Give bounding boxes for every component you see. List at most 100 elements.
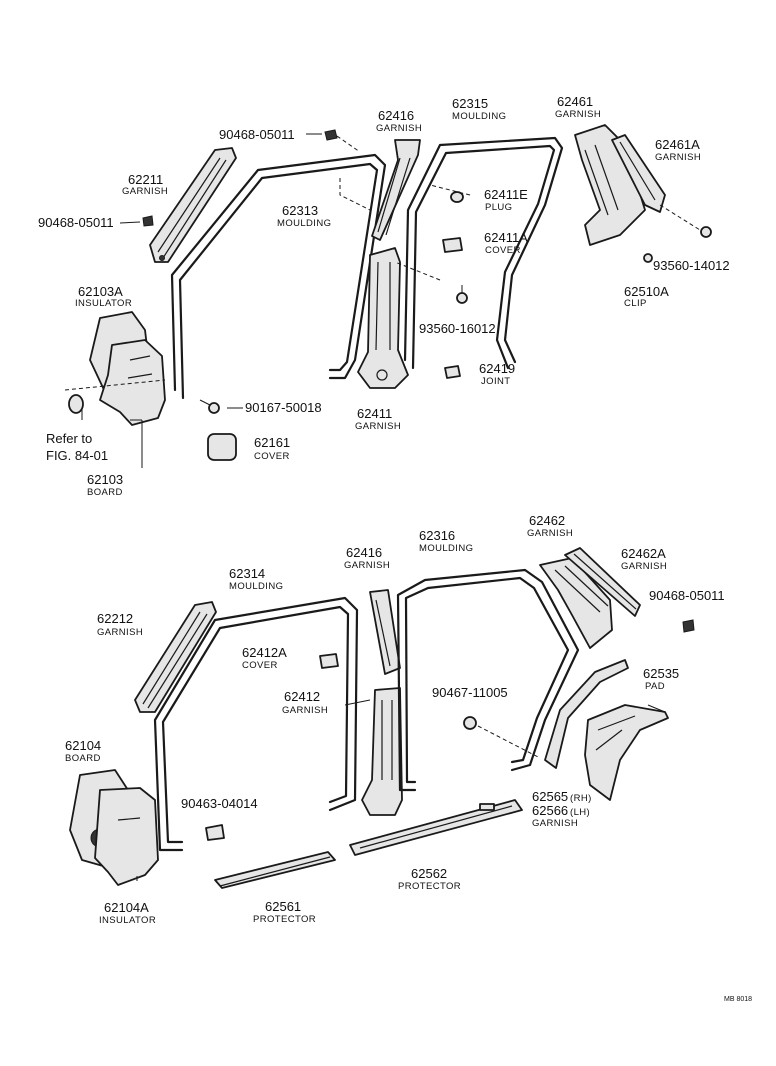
screw-93560-16012[interactable]	[456, 285, 468, 304]
label-62419: 62419	[479, 361, 515, 376]
part-62462A-garnish[interactable]	[564, 547, 641, 617]
cover-62411A[interactable]	[442, 237, 463, 253]
clip-62510A[interactable]	[643, 253, 653, 263]
label-62416-a-name: GARNISH	[376, 123, 422, 134]
label-62462: 62462	[529, 513, 565, 528]
label-90468-05011-b: 90468-05011	[38, 215, 114, 230]
screw-90167-50018[interactable]	[199, 399, 220, 414]
label-62313: 62313	[282, 203, 318, 218]
label-62161-name: COVER	[254, 451, 290, 462]
part-62315-moulding[interactable]	[403, 136, 564, 370]
label-62461A: 62461A	[655, 137, 700, 152]
label-62104A: 62104A	[104, 900, 149, 915]
clip-90467-11005[interactable]	[463, 716, 477, 730]
part-62565-garnish[interactable]	[544, 659, 629, 769]
cover-62412A[interactable]	[319, 653, 339, 669]
label-62561-name: PROTECTOR	[253, 914, 316, 925]
label-62315-name: MOULDING	[452, 111, 506, 122]
label-90467-11005: 90467-11005	[432, 685, 508, 700]
label-62411A-name: COVER	[485, 245, 521, 256]
label-90468-05011-c: 90468-05011	[649, 588, 725, 603]
label-90463-04014: 90463-04014	[181, 796, 258, 811]
label-62565: 62565	[532, 789, 568, 804]
label-62566: 62566	[532, 803, 568, 818]
part-62416-garnish-upper[interactable]	[371, 139, 421, 241]
label-62412A-name: COVER	[242, 660, 278, 671]
label-62510A-name: CLIP	[624, 298, 647, 309]
refer-to-text: Refer to	[46, 431, 92, 446]
label-62103A-name: INSULATOR	[75, 298, 132, 309]
label-62412: 62412	[284, 689, 320, 704]
part-62211-garnish[interactable]	[149, 147, 237, 263]
label-62411E-name: PLUG	[485, 202, 512, 213]
part-62561-protector[interactable]	[214, 851, 336, 889]
label-62315: 62315	[452, 96, 488, 111]
label-62416-b: 62416	[346, 545, 382, 560]
label-62316-name: MOULDING	[419, 543, 473, 554]
label-62411A: 62411A	[484, 230, 528, 245]
label-62461A-name: GARNISH	[655, 152, 701, 163]
label-62462A-name: GARNISH	[621, 561, 667, 572]
part-62212-garnish[interactable]	[134, 601, 217, 713]
label-62416-b-name: GARNISH	[344, 560, 390, 571]
part-62314-moulding[interactable]	[153, 596, 359, 852]
label-62562-name: PROTECTOR	[398, 881, 461, 892]
part-62313-moulding[interactable]	[170, 153, 387, 400]
label-62411: 62411	[357, 406, 392, 421]
label-62104A-name: INSULATOR	[99, 915, 156, 926]
label-90468-05011-a: 90468-05011	[219, 127, 295, 142]
part-62104A-insulator[interactable]	[94, 787, 159, 886]
part-62412-garnish[interactable]	[361, 687, 403, 816]
label-62161: 62161	[254, 435, 290, 450]
clip-90468-05011-lower[interactable]	[682, 619, 695, 633]
label-62103A: 62103A	[78, 284, 123, 299]
label-62103-name: BOARD	[87, 487, 123, 498]
clip-90468-05011-left[interactable]	[142, 215, 154, 227]
label-62314-name: MOULDING	[229, 581, 283, 592]
label-62212-name: GARNISH	[97, 627, 143, 638]
label-62412-name: GARNISH	[282, 705, 328, 716]
part-62316-moulding[interactable]	[396, 568, 580, 792]
label-62562: 62562	[411, 866, 447, 881]
label-62211: 62211	[128, 172, 163, 187]
label-62411E: 62411E	[484, 187, 528, 202]
part-62411-garnish[interactable]	[357, 247, 409, 389]
label-62510A: 62510A	[624, 284, 669, 299]
label-62316: 62316	[419, 528, 455, 543]
label-62103: 62103	[87, 472, 123, 487]
label-62313-name: MOULDING	[277, 218, 331, 229]
label-62104: 62104	[65, 738, 101, 753]
label-93560-14012: 93560-14012	[653, 258, 730, 273]
screw-93560-14012[interactable]	[700, 226, 712, 238]
refer-part[interactable]	[68, 394, 84, 414]
label-62416-a: 62416	[378, 108, 414, 123]
label-62535-name: PAD	[645, 681, 665, 692]
label-62412A: 62412A	[242, 645, 287, 660]
label-62104-name: BOARD	[65, 753, 101, 764]
part-62562-protector[interactable]	[349, 799, 523, 856]
part-62416-garnish-lower[interactable]	[369, 589, 401, 675]
label-62314: 62314	[229, 566, 265, 581]
label-62565-name: GARNISH	[532, 818, 578, 829]
refer-fig-text: FIG. 84-01	[46, 448, 108, 463]
label-62462A: 62462A	[621, 546, 666, 561]
label-62461-name: GARNISH	[555, 109, 601, 120]
label-62211-name: GARNISH	[122, 186, 168, 197]
part-62535-pad[interactable]	[584, 704, 669, 801]
clip-90468-05011-upper[interactable]	[324, 129, 338, 141]
part-62461A-garnish[interactable]	[611, 134, 666, 213]
clip-90463-04014[interactable]	[205, 824, 225, 841]
label-62565-side: (RH)	[570, 793, 592, 804]
label-90167-50018: 90167-50018	[245, 400, 322, 415]
joint-62419[interactable]	[444, 365, 461, 379]
label-62411-name: GARNISH	[355, 421, 401, 432]
label-62462-name: GARNISH	[527, 528, 573, 539]
label-62461: 62461	[557, 94, 593, 109]
label-62212: 62212	[97, 611, 133, 626]
part-62103-board[interactable]	[99, 339, 166, 426]
label-62566-side: (LH)	[570, 807, 590, 818]
drawing-code: MB 8018	[724, 996, 752, 1003]
plug-62411E[interactable]	[450, 191, 464, 203]
cover-62161[interactable]	[207, 433, 237, 461]
